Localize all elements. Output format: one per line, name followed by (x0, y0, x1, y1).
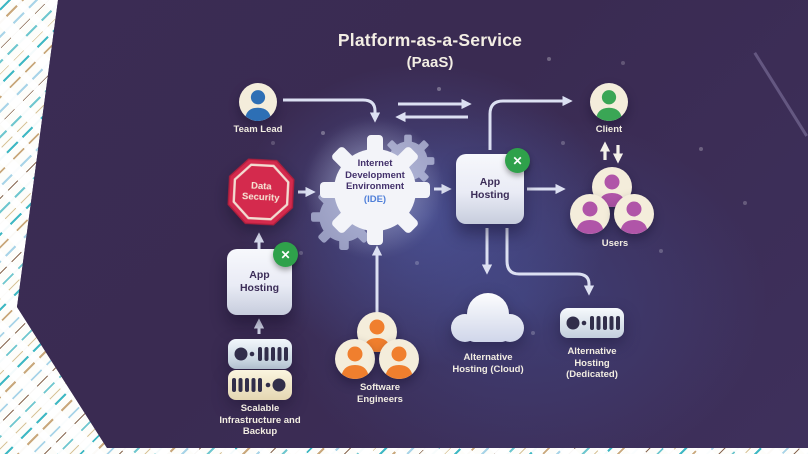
ide-line1: Internet (357, 158, 393, 169)
x-mark: ✕ (280, 247, 291, 262)
arrow-app-hosting-to-dedicated (505, 228, 595, 296)
alt-hosting-cloud-label: Alternative Hosting (Cloud) (452, 352, 524, 375)
alt-hosting-dedicated-label: Alternative Hosting (Dedicated) (566, 346, 618, 380)
ide-line2: Development (345, 169, 405, 181)
software-engineers-icon (335, 310, 425, 385)
scalable-server-top-icon (228, 339, 292, 369)
stop-sign-icon (227, 158, 295, 226)
person-icon (614, 194, 654, 234)
app-hosting-main-label: App Hosting (470, 176, 510, 201)
client-label: Client (595, 124, 623, 135)
users-icon (570, 165, 660, 240)
ide-line4: (IDE) (363, 193, 387, 205)
users-label: Users (601, 238, 629, 249)
scalable-server-bottom-icon (228, 370, 292, 400)
ide-gears-icon (305, 120, 445, 260)
scalable-infrastructure-label: Scalable Infrastructure and Backup (219, 403, 301, 437)
title-line1: Platform-as-a-Service (337, 30, 523, 50)
ide-line3: Environment (345, 181, 405, 192)
person-icon (379, 339, 419, 379)
x-badge-icon: ✕ (505, 148, 530, 173)
dedicated-server-icon (560, 308, 624, 338)
arrow-app-hosting-to-client (488, 95, 573, 150)
person-icon (570, 194, 610, 234)
team-lead-label: Team Lead (233, 124, 283, 135)
x-mark: ✕ (512, 153, 523, 168)
title-line2: (PaaS) (406, 54, 454, 71)
client-icon (590, 83, 628, 121)
data-security-icon: Data Security (225, 156, 296, 227)
app-hosting-left-label: App Hosting (239, 269, 280, 294)
person-icon (244, 90, 272, 121)
sync-arrows-icon (599, 141, 624, 164)
team-lead-icon (239, 83, 277, 121)
page-title: Platform-as-a-Service (PaaS) (338, 30, 522, 71)
person-icon (335, 339, 375, 379)
software-engineers-label: Software Engineers (357, 382, 403, 405)
cloud-icon (451, 293, 524, 342)
arrow-team-lead-to-ide (283, 98, 381, 123)
data-security-label: Data Security (241, 180, 280, 204)
x-badge-icon: ✕ (273, 242, 298, 267)
ide-label: Internet Development Environment (IDE) (325, 158, 425, 205)
person-icon (595, 90, 623, 121)
